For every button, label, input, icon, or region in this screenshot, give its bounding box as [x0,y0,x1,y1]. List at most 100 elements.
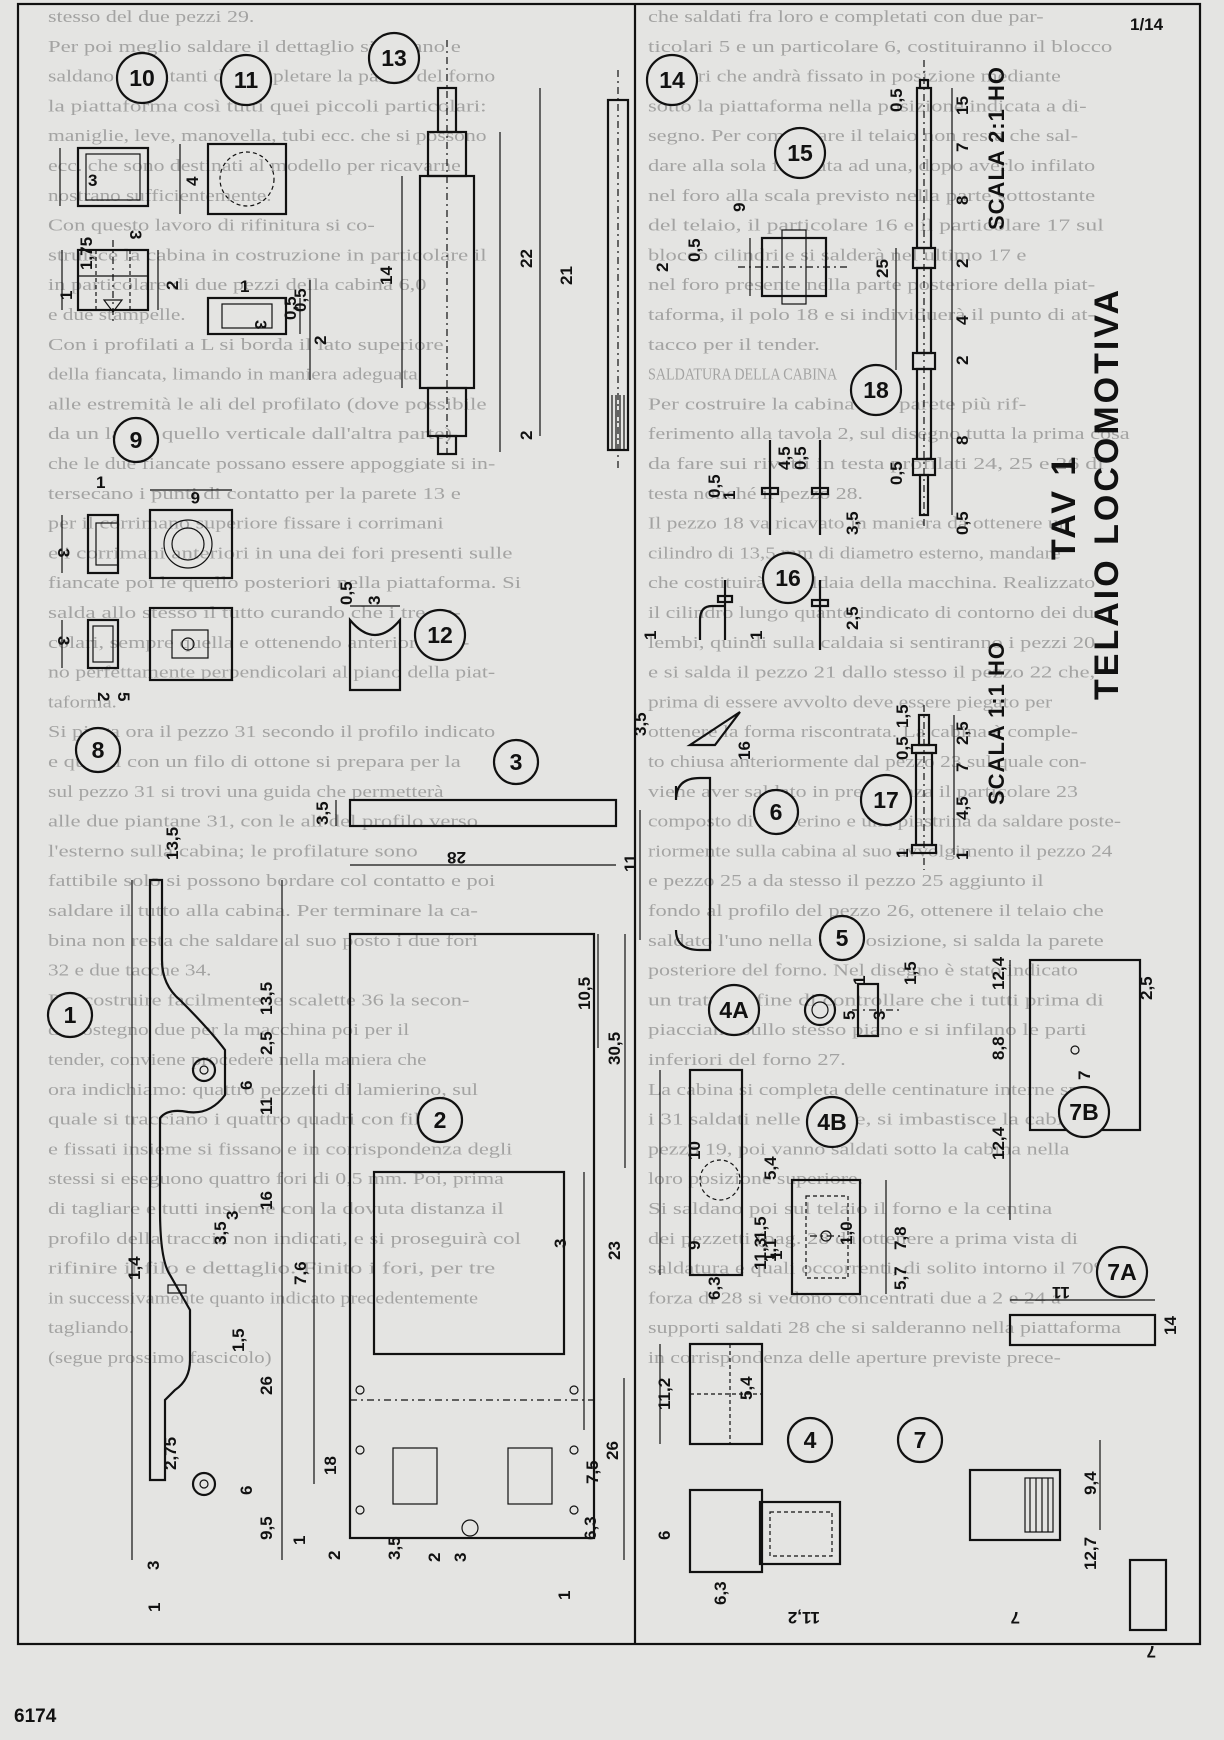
part-number-label: 12 [427,622,453,648]
background-text-line: i 31 saldati nelle tacche, si imbastisce… [648,1110,1104,1129]
background-text-line: stessi si eseguono quattro fori di 0,5 m… [48,1169,504,1188]
part-18-drawing: 15 0,5 7 8 2 25 4 2 8 0,5 0,5 [873,60,972,535]
part-6-drawing: 16 11 3,5 [621,711,754,952]
part-number-label: 7A [1107,1259,1136,1285]
dim-p7B-3: 2,5 [1137,976,1156,1000]
part-bubble-circle [761,551,815,605]
part-number-label: 7 [914,1427,927,1453]
background-text-line: che costituirà la caldaia della macchina… [648,573,1095,592]
dim-p4A-1: 9 [685,1241,704,1250]
dim-p16-6: 1 [641,631,660,640]
background-text-line: il cilindro lungo quanto indicato di con… [648,603,1104,622]
part-bubble-circle [752,788,800,836]
dim-p11-4: 2 [311,336,330,345]
part-number-label: 15 [787,140,813,166]
dim-p6-1: 11 [621,854,640,872]
part-14-drawing [606,70,630,470]
part-bubble-circle [1095,1245,1149,1299]
dim-p17-5: 1 [893,849,912,858]
part-number-label: 1 [64,1002,77,1028]
part-bubble-circle [413,608,467,662]
background-text-line: blocco cilindri e si salderà nel ultimo … [648,245,1026,264]
dim-p1-8: 1,4 [125,1256,144,1280]
background-text-line: prima di essere avvolto deve essere pieg… [648,692,1053,711]
dim-p15-2: 0,5 [685,238,704,262]
part-bubble-circle [786,1416,834,1464]
background-text-line: Con i profilati a L si borda il lato sup… [48,335,444,354]
part-12-drawing: 0,5 3 [337,581,402,692]
background-text-line: profilo della traccia non indicati, e si… [48,1229,521,1248]
background-text-line: maniglie, leve, manovella, tubi ecc. che… [48,126,487,145]
background-text-line: ferimento alla tavola 2, sul disegno tut… [648,424,1130,443]
dim-p16-1: 0,5 [705,474,724,498]
background-text-line: lembi, quindi sulla caldaia si sentirann… [648,633,1095,652]
background-text-line: da sostegno due per la macchina poi per … [48,1020,410,1039]
dim-p4B-1: 1 [767,1251,786,1260]
background-text-line: taforma. [48,692,117,711]
part-bubble-circle [773,126,827,180]
background-text-line: saldatura e quali occorrenti, di solito … [648,1259,1112,1278]
part-bubble-circle [112,416,160,464]
dim-p5-3: 3 [870,1011,889,1020]
dim-p4-1: 5,4 [737,1376,756,1400]
dim-p7-3: 7 [1147,1642,1156,1661]
dim-p1-3: 6 [237,1081,256,1090]
background-text-line: quale si tracciano i quattro quadri con … [48,1110,427,1129]
dim-p1-14: 1 [290,1536,309,1545]
part-number-label: 7B [1069,1099,1098,1125]
dim-p17-3: 7 [953,763,972,772]
dim-p1-19: 3 [223,1211,242,1220]
part-16-drawing: 4,5 0,5 0,5 1 3,5 2,5 1 1 [641,440,862,650]
dim-p7-0: 9,4 [1081,1471,1100,1495]
background-text-line: SALDATURA DELLA CABINA [648,365,838,384]
dim-p18-7: 2 [953,356,972,365]
dim-p1-10: 26 [257,1376,276,1395]
dim-p18-1: 0,5 [887,88,906,112]
background-text-line: saldare il tutto alla cabina. Per termin… [48,901,478,920]
dim-p11-1: 1 [240,277,249,296]
background-text-line: piacciano sullo stesso piano e si infila… [648,1020,1087,1039]
part-number-label: 11 [234,67,259,93]
background-text-line: ticolari 5 e un particolare 6, costituir… [648,37,1112,56]
part-bubble-circle [818,914,866,962]
part-bubble-circle [219,53,273,107]
background-text-line: un tratto al fine di controllare che i t… [648,990,1104,1009]
background-text-line: testa nonché il pezzo 28. [648,484,863,503]
part-13-drawing: 14 22 21 2 [377,40,576,456]
part-number-label: 5 [836,925,849,951]
dim-p16-5: 2,5 [843,606,862,630]
dim-p1-13: 9,5 [257,1516,276,1540]
dim-p4A-2: 5,4 [761,1156,780,1180]
dim-p1-20: 1 [145,1603,164,1612]
dim-p5-1: 1,5 [901,961,920,985]
dim-p18-9: 0,5 [887,461,906,485]
background-text-line: pezzo 19, poi vanno saldati sotto la cab… [648,1139,1070,1158]
part-number-label: 4B [817,1109,846,1135]
dim-p8-0: 3 [54,636,73,645]
background-text-line: riormente sulla cabina al suo avvolgimen… [648,841,1113,860]
part-number-label: 17 [873,787,899,813]
background-text-line: in particolare di due pezzi della cabina… [48,275,426,294]
dim-p18-6: 4 [953,315,972,325]
dim-p4B-4: 11,3 [751,1238,770,1270]
background-text-line: nel foro alla scala previsto nella parte… [648,186,1095,205]
part-number-label: 8 [92,737,105,763]
background-text-line: to chiusa anteriormente dal pezzo 23 sul… [648,752,1087,771]
background-text-line: in corrispondenza delle aperture previst… [648,1348,1061,1367]
dim-p1-0: 13,5 [163,827,182,860]
background-text-line: Con questo lavoro di rifinitura si co- [48,216,375,235]
part-number-label: 14 [659,67,685,93]
dim-p4B-2: 1,0 [837,1221,856,1245]
dim-p4-0: 11,2 [655,1378,674,1410]
background-text-line: e fissati insieme si fissano e in corris… [48,1139,513,1158]
part-bubble-circle [367,31,421,85]
dim-p4-2: 6 [655,1531,674,1540]
background-text-line: loro posizione superiore. [648,1169,863,1188]
background-text-line: Per costruire la cabina e la parete più … [648,394,1027,413]
background-text-line: no perfettamente perpendicolari al piano… [48,663,496,682]
dim-p6-2: 3,5 [631,712,650,736]
part-number-label: 4 [804,1427,817,1453]
part-bubble-circle [115,51,169,105]
